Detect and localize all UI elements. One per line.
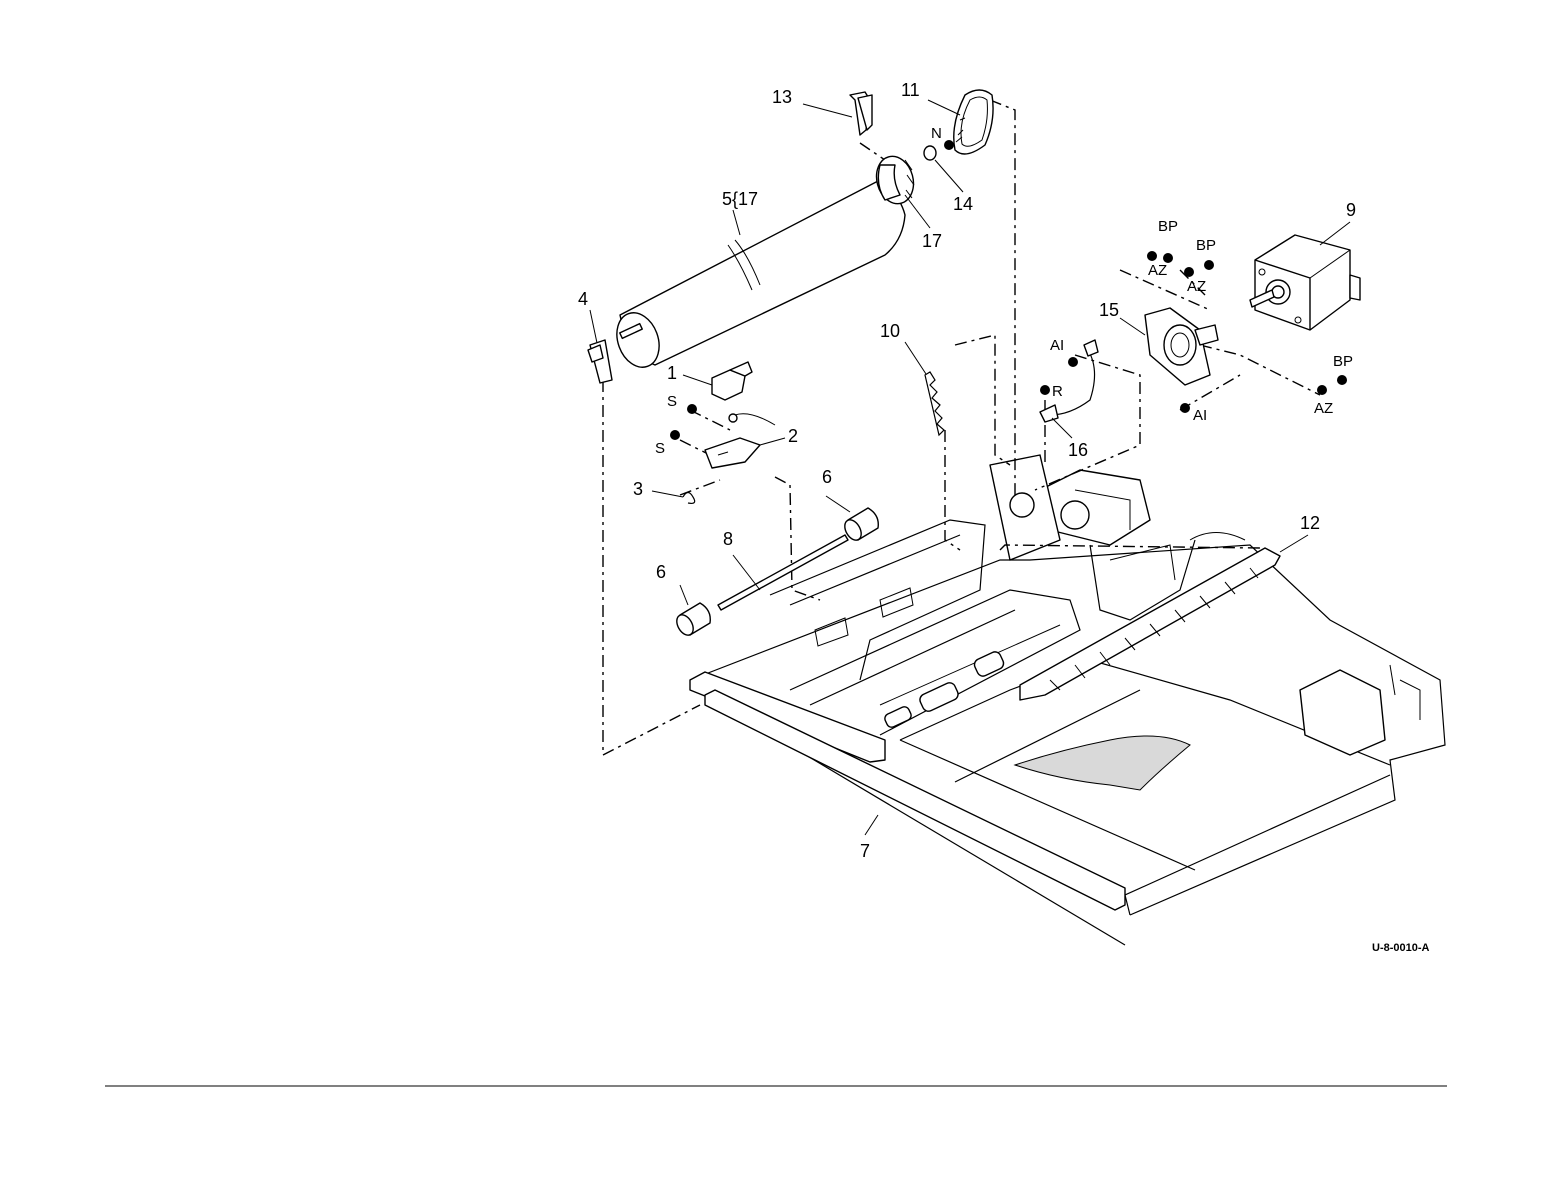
screw-az-3 <box>1317 385 1327 395</box>
hw-label-ai-upper: AI <box>1050 337 1064 354</box>
callout-6-upper: 6 <box>822 467 832 487</box>
screw-ai-lower <box>1180 403 1190 413</box>
callout-3: 3 <box>633 479 643 499</box>
callout-2: 2 <box>788 426 798 446</box>
screw-s-upper <box>687 404 697 414</box>
spring-10 <box>925 372 944 435</box>
callout-15: 15 <box>1099 300 1119 320</box>
hw-label-az-3: AZ <box>1314 400 1333 417</box>
callout-7: 7 <box>860 841 870 861</box>
callout-6-lower: 6 <box>656 562 666 582</box>
callout-14: 14 <box>953 194 973 214</box>
spring-3 <box>683 493 695 504</box>
callout-11: 11 <box>901 80 920 100</box>
screw-s-lower <box>670 430 680 440</box>
callout-labels: 1 2 3 4 5{17 6 6 7 8 9 10 11 12 13 14 15… <box>578 80 1356 861</box>
screw-r <box>1040 385 1050 395</box>
callout-16: 16 <box>1068 440 1088 460</box>
screw-az-1 <box>1147 251 1157 261</box>
callout-13: 13 <box>772 87 792 107</box>
callout-9: 9 <box>1346 200 1356 220</box>
bracket-2 <box>705 438 760 468</box>
callout-10: 10 <box>880 321 900 341</box>
callout-4: 4 <box>578 289 588 309</box>
hw-label-n: N <box>931 125 942 142</box>
screw-ai-upper <box>1068 357 1078 367</box>
callout-12: 12 <box>1300 513 1320 533</box>
shaft-8 <box>718 535 848 610</box>
bushing-4 <box>588 340 612 383</box>
assembly-lines <box>187 0 1320 755</box>
hw-label-r: R <box>1052 383 1063 400</box>
callout-17: 17 <box>922 231 942 251</box>
figure-code: U-8-0010-A <box>1372 942 1430 954</box>
sensor-1 <box>712 362 775 425</box>
hw-label-bp-2: BP <box>1196 237 1216 254</box>
roller-6-lower <box>673 603 710 638</box>
stepper-motor-9 <box>1250 235 1360 330</box>
sensor-16 <box>1040 340 1098 422</box>
timing-belt-11 <box>954 90 993 154</box>
hw-label-s-upper: S <box>667 393 677 410</box>
base-tray <box>690 455 1445 945</box>
callout-1: 1 <box>667 363 677 383</box>
hw-label-bp-1: BP <box>1158 218 1178 235</box>
hw-label-ai-lower: AI <box>1193 407 1207 424</box>
clip-13 <box>850 92 872 135</box>
washer-14 <box>924 140 954 160</box>
screw-bp-3 <box>1337 375 1347 385</box>
hw-label-az-2: AZ <box>1187 278 1206 295</box>
hw-label-bp-3: BP <box>1333 353 1353 370</box>
hw-label-s-lower: S <box>655 440 665 457</box>
hw-label-az-1: AZ <box>1148 262 1167 279</box>
roller-assembly-5 <box>610 152 919 373</box>
screw-bp-2 <box>1204 260 1214 270</box>
screw-az-2 <box>1184 267 1194 277</box>
callout-5: 5{17 <box>722 189 758 209</box>
callout-8: 8 <box>723 529 733 549</box>
